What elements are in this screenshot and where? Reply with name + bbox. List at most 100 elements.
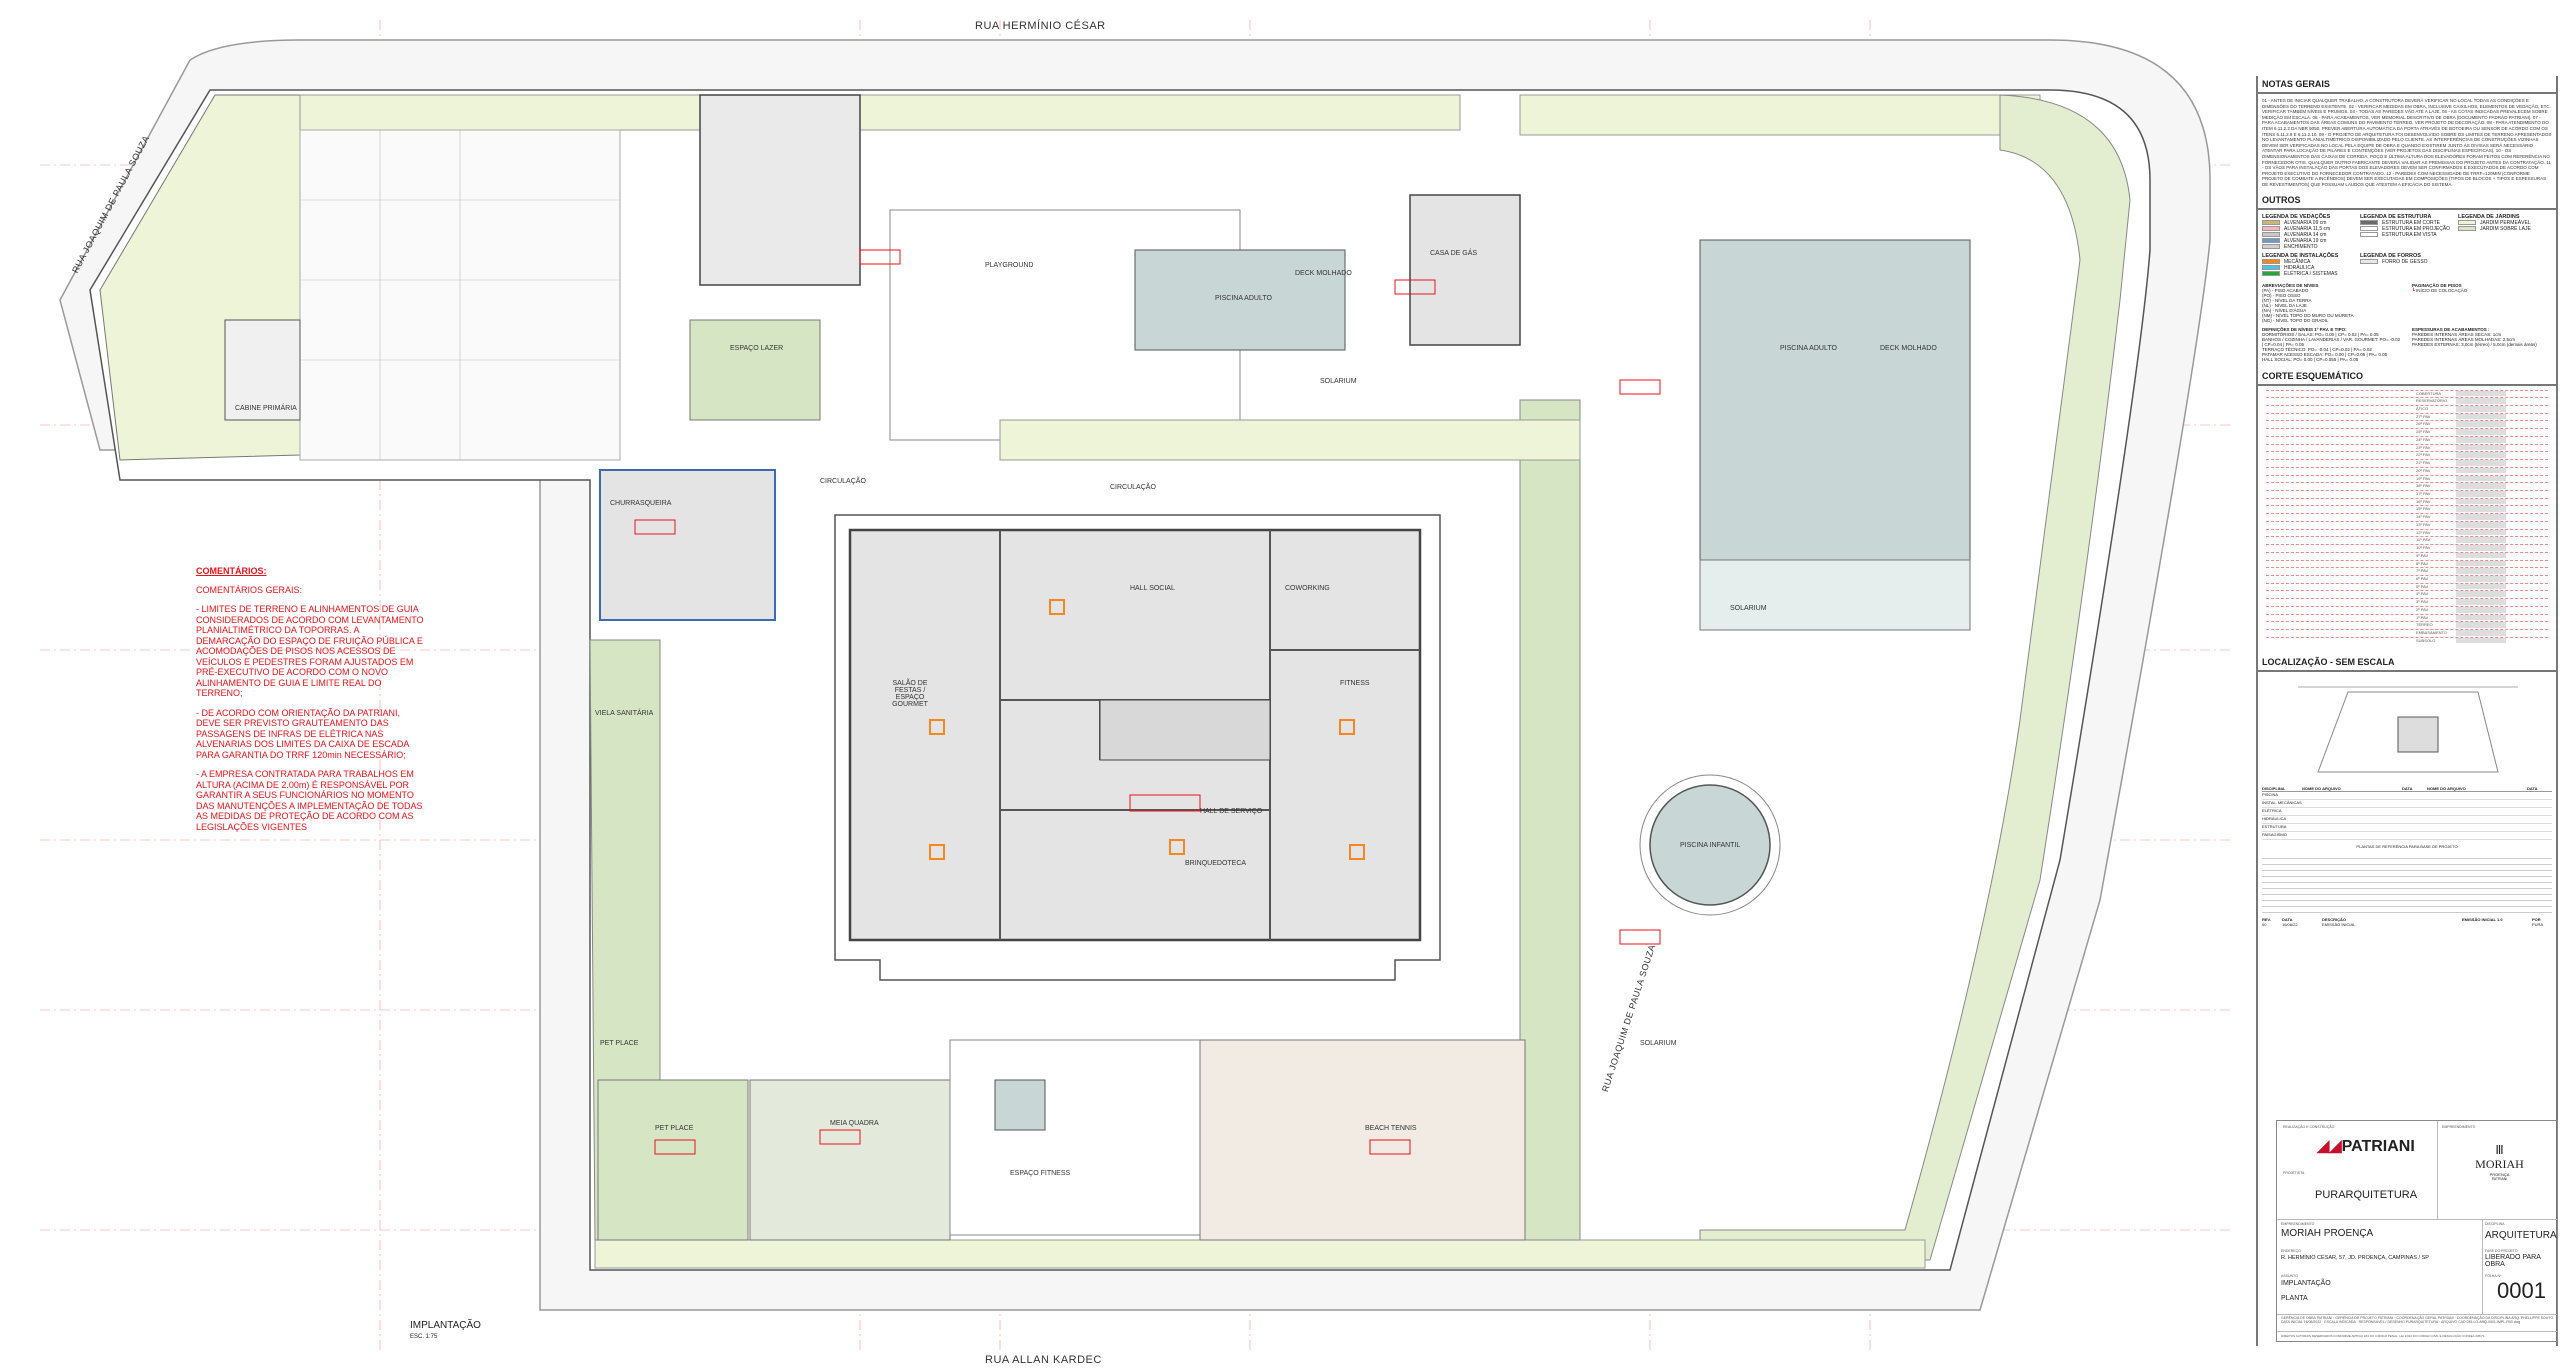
section-slab [2456,545,2506,551]
room-label: SOLARIUM [1730,605,1767,612]
legend-item: ALVENARIA 14 cm [2262,232,2356,238]
projetista-name: PURARQUITETURA [2315,1189,2418,1201]
legend-swatch [2360,258,2378,264]
section-level [2266,528,2548,530]
room-label: ESPAÇO FITNESS [1010,1170,1071,1177]
table-header: NOME DO ARQUIVO [2427,785,2466,791]
table-header: DATA [2282,916,2293,922]
list-item: HALL SOCIAL: PO= 0.00 | CP=0.055 | PA= 0… [2262,356,2359,362]
guardhouse [699,94,861,286]
legend-swatch [2262,258,2280,264]
section-slab [2456,429,2506,435]
section-level [2266,428,2548,430]
comments-block: COMENTÁRIOS: COMENTÁRIOS GERAIS: - LIMIT… [196,566,426,841]
list-item: (NL) - NÍVEL DA LAJE [2262,302,2307,308]
label: ASSUNTO [2281,1274,2298,1278]
label: FOLHA Nº [2485,1274,2502,1278]
room-label: ESPAÇO LAZER [730,345,784,352]
assunto: PLANTA [2281,1295,2308,1302]
credits: GERÊNCIA DE OBRA PATRIANI · GERÊNCIA DE … [2281,1316,2554,1324]
legend-item: FORRO DE GESSO [2360,259,2454,265]
legend-swatch [2262,225,2280,231]
drawing-title: IMPLANTAÇÃO [410,1320,481,1331]
level-label: 15º PAV [2416,506,2431,512]
empreendimento: MORIAH PROENÇA [2281,1228,2374,1239]
room-label: CABINE PRIMÁRIA [235,405,297,412]
legend-swatch [2360,231,2378,237]
definitions-block: DEFINIÇÕES DE NÍVEIS 1º PAV. E TIPO:DORM… [2258,325,2556,364]
room-label: FITNESS [1340,680,1370,687]
casa-gas [1409,194,1521,346]
room-label: HALL SOCIAL [1130,585,1175,592]
legend-item: ALVENARIA 19 cm [2262,238,2356,244]
section-slab [2456,583,2506,590]
room-label: CIRCULAÇÃO [820,478,866,485]
general-notes: 01 - ANTES DE INICIAR QUALQUER TRABALHO,… [2262,98,2552,187]
room-label: CHURRASQUEIRA [610,500,672,507]
section-slab [2456,529,2506,536]
room-label: HALL DE SERVIÇO [1200,808,1263,815]
section-slab [2456,452,2506,459]
level-label: 13º PAV [2416,521,2431,527]
beach-tennis [1199,1039,1526,1241]
list-item: PATAMAR ACESSO ESCADA: PO= 0.00 | CP=0.0… [2262,351,2388,357]
section-level [2266,629,2548,631]
section-level [2266,544,2548,546]
circulation-band [999,419,1581,461]
deck-large [1699,559,1971,631]
street-label-top: RUA HERMÍNIO CÉSAR [975,20,1106,32]
level-label: 22º PAV [2416,452,2431,458]
level-label: 18º PAV [2416,483,2431,489]
section-slab [2456,436,2506,443]
level-label: 7º PAV [2416,568,2429,574]
section-slab [2456,630,2506,636]
section-slab [2456,591,2506,598]
level-label: TÉRREO [2416,622,2433,628]
table-cell: 16/08/22 [2282,921,2298,927]
level-label: 21º PAV [2416,460,2431,466]
pool-adult [1134,249,1346,351]
level-label: SUBSOLO [2416,637,2436,643]
section-slab [2456,413,2506,420]
garden-right [1699,94,2131,1261]
level-label: 26º PAV [2416,421,2431,427]
level-label: 20º PAV [2416,467,2431,473]
legend-swatch [2360,225,2378,231]
sheet-number: 0001 [2497,1278,2546,1303]
table-header: EMISSÃO INICIAL 1.0 [2462,916,2503,922]
room-label: CASA DE GÁS [1430,250,1478,257]
meia-quadra [749,1079,951,1241]
level-label: 4º PAV [2416,591,2429,597]
table-header: REV. [2262,916,2271,922]
section-level [2266,636,2548,638]
section-level [2266,497,2548,499]
section-slab [2456,521,2506,528]
list-item: (PO) - PISO OSSO [2262,292,2301,298]
level-label: 25º PAV [2416,429,2431,435]
corte-title: CORTE ESQUEMÁTICO [2258,368,2556,386]
paginacao-text: INÍCIO DE COLOCAÇÃO [2415,287,2468,293]
table-row: HIDRÁULICA [2262,816,2552,824]
section-slab [2456,475,2506,482]
room-label: COWORKING [1285,585,1330,592]
section-slab [2456,467,2506,474]
section-level [2266,489,2548,491]
elevators [1099,699,1271,761]
label: EMPREENDIMENTO [2281,1222,2315,1226]
label: DISCIPLINA [2485,1222,2505,1226]
list-item: (NA) - NÍVEL D'ÁGUA [2262,307,2307,313]
ref-title: PLANTAS DE REFERÊNCIA PARA BASE DE PROJE… [2356,843,2458,849]
table-cell: PURA [2532,921,2544,927]
table-cell: EMISSÃO INICIAL [2322,921,2356,927]
section-level [2266,621,2548,623]
legend-swatch [2458,225,2476,231]
disciplina: ARQUITETURA [2485,1230,2557,1241]
site-plan [40,20,2230,1350]
table-header: POR [2532,916,2541,922]
section-slab [2456,490,2506,497]
level-label: 5º PAV [2416,583,2429,589]
cabine-primaria [224,319,301,421]
